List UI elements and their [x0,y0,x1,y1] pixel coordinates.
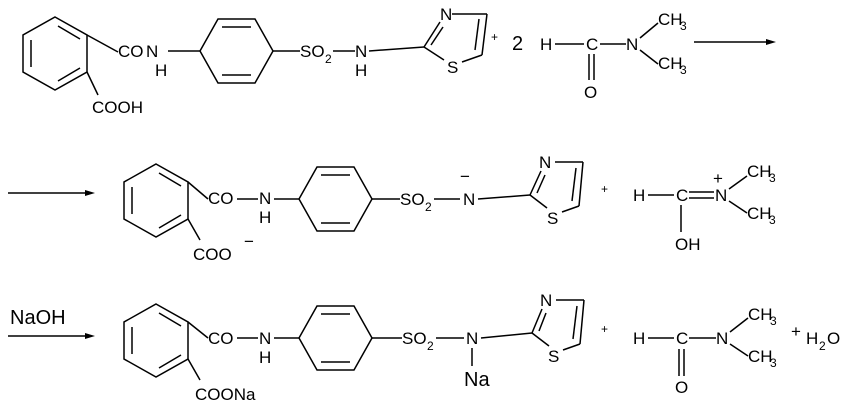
amide-n-label-2: N [259,189,271,208]
sodium-label: Na [464,369,490,391]
dmf-o-label: O [584,83,597,102]
plus-sign-2: + [601,182,608,196]
sulfonamide-n-label: N [355,42,367,61]
thiazole-s-label-3: S [548,347,559,366]
dmf-c-label-3: C [676,329,688,348]
sulfonamide-n-label-3: N [466,329,478,348]
amide-h-label-2: H [259,208,271,227]
water-o-label: O [827,329,840,348]
carboxyl-label: COOH [92,98,143,117]
reaction-arrow-1 [694,39,776,45]
sulfonyl-subscript-3: 2 [427,339,434,353]
carbonyl-label: CO [118,42,144,61]
benzene-ring-phthalic [22,16,88,91]
dmf-h-label-2: H [633,186,645,205]
dmf-ch3-top-sub-3: 3 [770,314,777,328]
carbonyl-label-2: CO [208,189,234,208]
benzene-ring-phthalic-2 [123,163,189,238]
dmf-c-label-2: C [676,186,688,205]
dmf-iminium: H C N + OH CH 3 CH 3 [633,162,776,254]
sodium-carboxylate-label: COONa [195,385,256,404]
dmf-n-charge: + [713,169,723,188]
thiazole-ring [423,13,488,63]
dmf-n-label-3: N [716,329,728,348]
amide-n-label-3: N [259,329,271,348]
sulfonamide-h-label: H [355,61,367,80]
dmf-ch3-bottom-2: CH [747,204,772,223]
carboxylate-label: COO [193,245,232,264]
sulfonyl-label: SO [300,42,325,61]
sulfonamide-n-label-2: N [463,190,475,209]
dmf-ch3-top-sub-2: 3 [769,171,776,185]
dmf-o-label-3: O [675,378,688,397]
dmf-ch3-bottom-sub: 3 [680,63,687,77]
dmf-h-label-3: H [633,329,645,348]
dmf-c-label: C [586,35,598,54]
amide-n-label: N [146,42,158,61]
dmf-n-label-2: N [715,186,727,205]
dmf-ch3-top: CH [658,10,683,29]
amide-h-label: H [155,61,167,80]
reaction-arrow-2 [8,190,95,196]
plus-sign-water: + [791,322,801,341]
plus-sign-3: + [601,322,608,336]
sulfonyl-label-2: SO [400,190,425,209]
thiazole-ring-2 [529,161,584,213]
thiazole-n-label-2: N [539,153,551,172]
dmf-ch3-bottom-3: CH [748,347,773,366]
row-1-reactants: CO N H COOH SO 2 N H N S [22,5,776,117]
thiazole-n-label: N [440,5,452,24]
carbonyl-label-3: CO [208,329,234,348]
dmf-ch3-top-2: CH [747,162,772,181]
benzene-ring-para-3 [298,305,373,371]
amide-h-label-3: H [259,348,271,367]
reagent-label: NaOH [10,307,66,329]
dmf-ch3-bottom: CH [658,54,683,73]
thiazole-n-label-3: N [540,291,552,310]
dmf-ch3-top-3: CH [748,305,773,324]
stoichiometric-coefficient: 2 [512,33,523,55]
water-h-label: H [806,329,818,348]
dmf-h-label: H [540,35,552,54]
sulfonyl-subscript: 2 [325,52,332,66]
benzene-ring-para [199,18,274,84]
water-subscript: 2 [819,339,826,353]
plus-sign: + [491,30,498,44]
sulfonamide-n-charge: − [460,167,470,186]
dmf-molecule: H C N O CH 3 CH 3 [540,10,687,102]
thiazole-s-label: S [447,58,458,77]
reaction-arrow-3 [8,333,95,339]
dmf-ch3-top-sub: 3 [680,19,687,33]
benzene-ring-para-2 [298,166,373,232]
carboxylate-charge: − [244,232,254,251]
dmf-molecule-3: H C N O CH 3 CH 3 [633,305,777,397]
row-3-products: NaOH CO N H COONa SO 2 N Na [8,291,840,404]
thiazole-ring-3 [531,299,585,351]
benzene-ring-phthalic-3 [123,303,189,378]
dmf-n-label: N [626,35,638,54]
row-2-intermediate: CO N H COO − SO 2 − N N S + [8,153,776,264]
dmf-ch3-bottom-sub-2: 3 [769,213,776,227]
dmf-oh-label: OH [675,235,701,254]
dmf-ch3-bottom-sub-3: 3 [770,356,777,370]
sulfonyl-subscript-2: 2 [425,200,432,214]
thiazole-s-label-2: S [547,209,558,228]
sulfonyl-label-3: SO [402,329,427,348]
